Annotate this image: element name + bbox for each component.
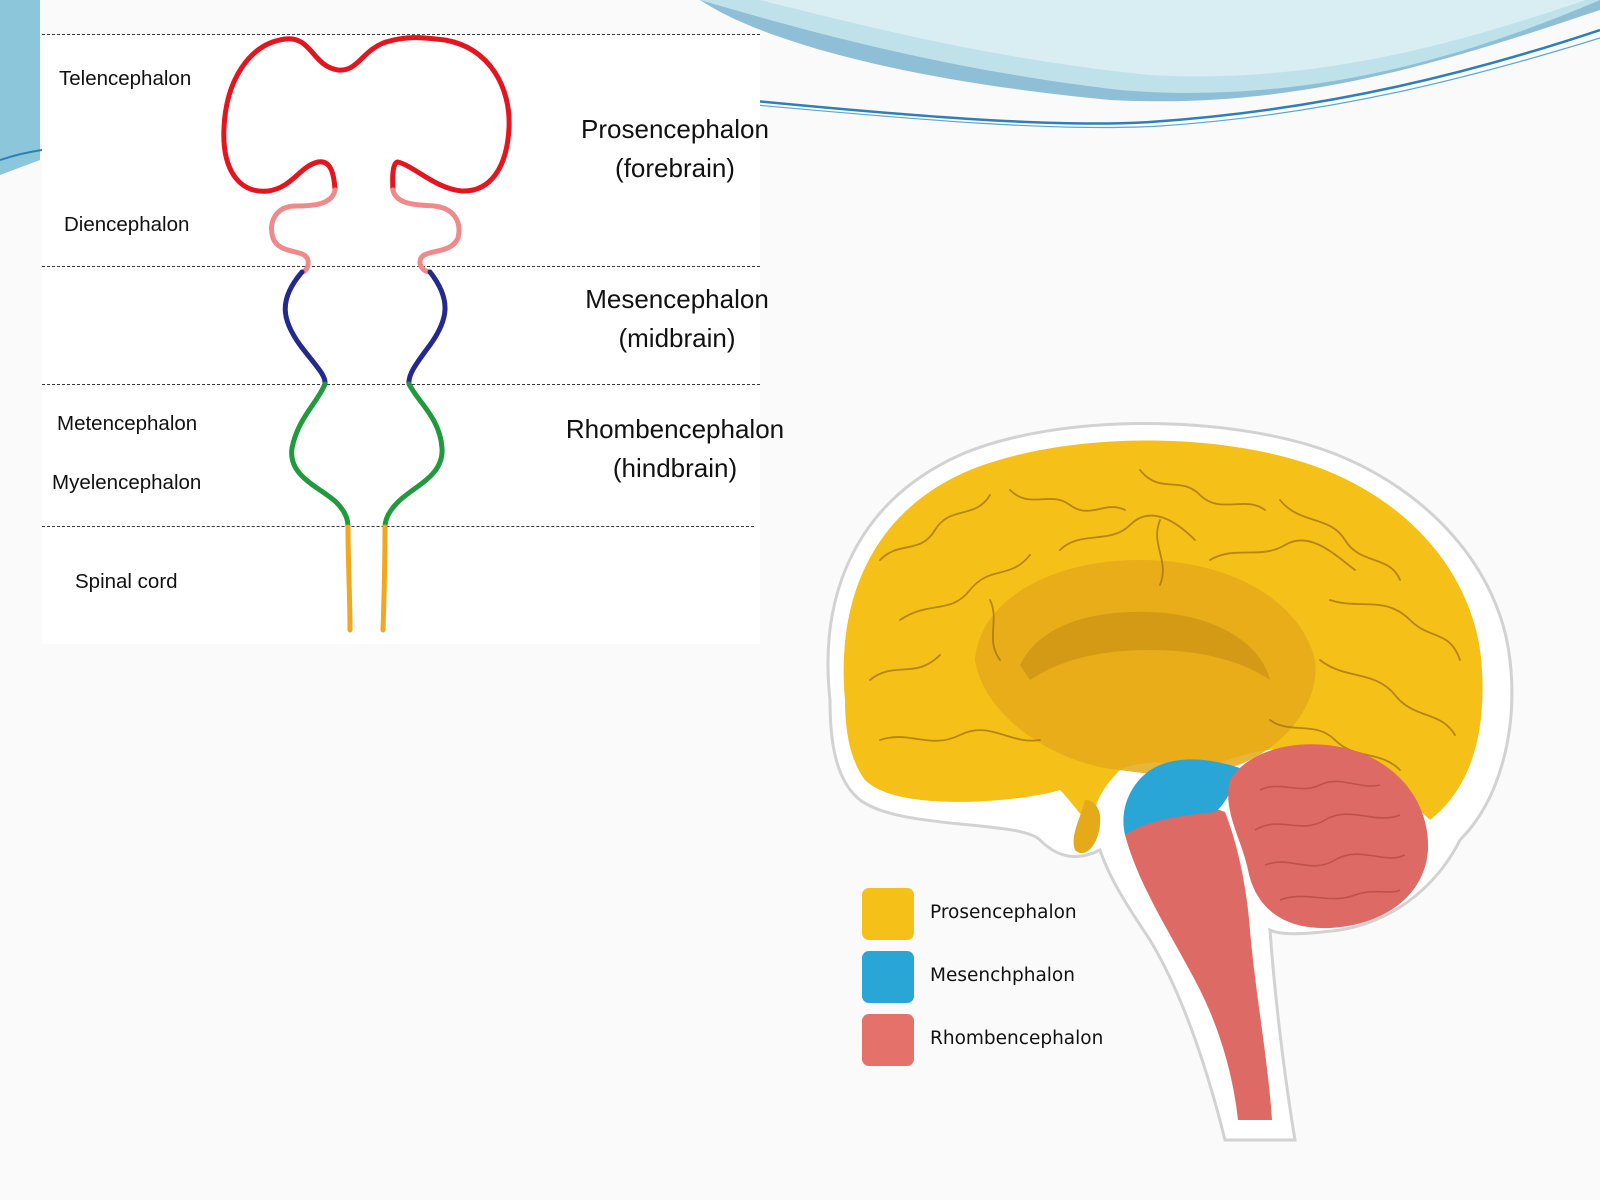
legend-label-mesencephalon: Mesenchphalon (930, 965, 1075, 986)
midbrain (1123, 759, 1240, 835)
legend-swatch-rhombencephalon (862, 1014, 914, 1066)
segment-spinal-cord-right (380, 524, 388, 633)
segment-telencephalon (221, 35, 512, 194)
cerebrum-inner-shade (975, 560, 1316, 775)
legend-label-rhombencephalon: Rhombencephalon (930, 1028, 1104, 1049)
header-wave-decoration (0, 0, 1600, 175)
legend-item-prosencephalon: Prosencephalon (862, 888, 1182, 940)
brainstem (1125, 805, 1272, 1120)
region-rhombencephalon: Rhombencephalon (hindbrain) (540, 410, 810, 488)
divider-forebrain-midbrain (42, 266, 760, 267)
legend-item-mesencephalon: Mesenchphalon (862, 951, 1182, 1003)
corpus-callosum (1020, 611, 1270, 680)
segment-diencephalon-left (269, 187, 338, 275)
segment-mesencephalon-right (406, 269, 448, 387)
region-mesencephalon: Mesencephalon (midbrain) (542, 280, 812, 358)
label-diencephalon: Diencephalon (64, 213, 190, 236)
gyri-lines (869, 469, 1461, 771)
legend-swatch-mesencephalon (862, 951, 914, 1003)
region-prosencephalon-name: Prosencephalon (581, 114, 769, 144)
legend-swatch-prosencephalon (862, 888, 914, 940)
divider-hindbrain-spinal (42, 526, 754, 527)
region-rhombencephalon-name: Rhombencephalon (565, 414, 785, 444)
divider-top (42, 34, 760, 35)
sagittal-brain-illustration (826, 422, 1514, 1142)
cerebellum-folia (1254, 780, 1406, 901)
segment-mesencephalon-left (282, 269, 328, 387)
cerebellum (1228, 744, 1429, 929)
neural-tube-outline (221, 35, 512, 633)
label-spinal-cord: Spinal cord (75, 570, 178, 593)
divider-midbrain-hindbrain (42, 384, 760, 385)
label-metencephalon: Metencephalon (57, 412, 198, 435)
segment-diencephalon-right (390, 187, 462, 275)
diencephalon-stalk (1073, 800, 1101, 854)
region-mesencephalon-name: Mesencephalon (585, 284, 769, 314)
legend-label-prosencephalon: Prosencephalon (930, 902, 1077, 923)
region-mesencephalon-common: (midbrain) (618, 323, 736, 353)
label-telencephalon: Telencephalon (59, 67, 192, 90)
region-rhombencephalon-common: (hindbrain) (612, 453, 738, 483)
segment-rhombencephalon-right (382, 381, 445, 530)
legend-item-rhombencephalon: Rhombencephalon (862, 1014, 1182, 1066)
label-myelencephalon: Myelencephalon (52, 471, 202, 494)
neural-tube-diagram: Telencephalon Diencephalon Metencephalon… (42, 34, 784, 644)
region-prosencephalon: Prosencephalon (forebrain) (540, 110, 810, 188)
region-prosencephalon-common: (forebrain) (615, 153, 735, 183)
segment-spinal-cord-left (345, 524, 353, 633)
segment-rhombencephalon-left (289, 381, 351, 530)
